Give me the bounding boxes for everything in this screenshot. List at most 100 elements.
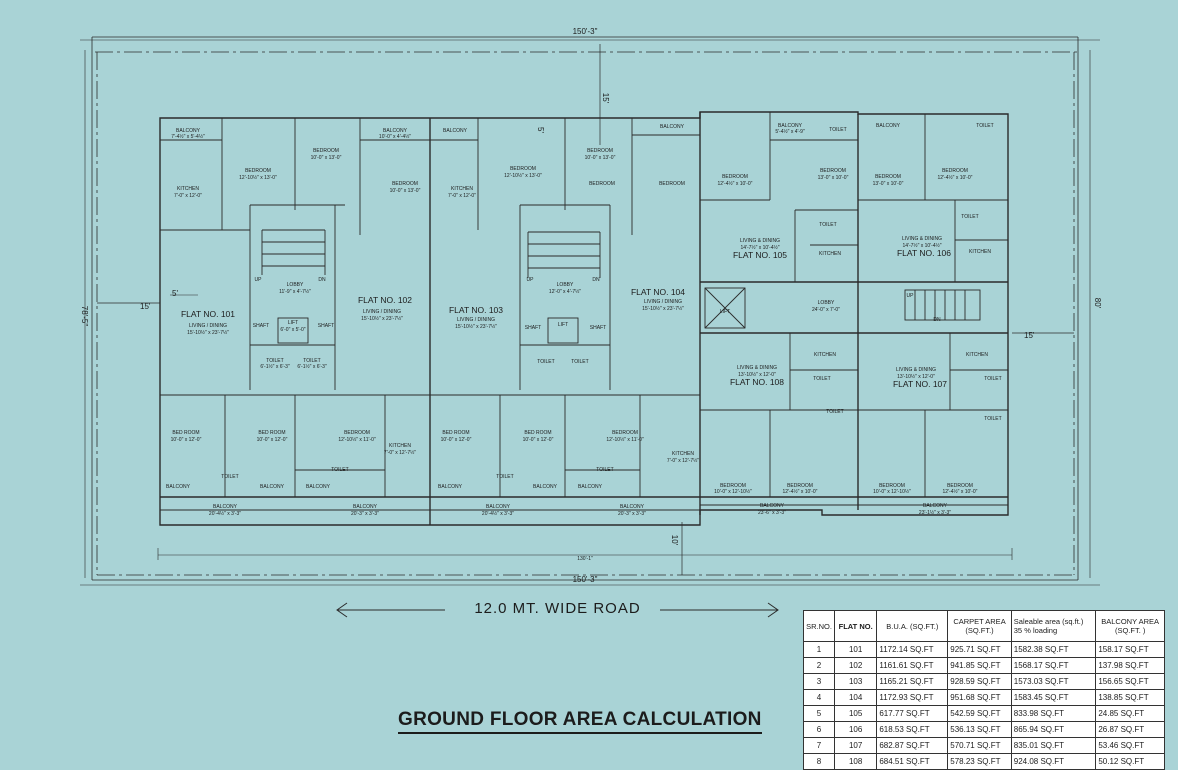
- room-label: KITCHEN: [966, 352, 988, 358]
- cell-bua: 1161.61 SQ.FT: [876, 657, 949, 674]
- room-label: BALCONY: [660, 124, 685, 130]
- front-setback-dim: 15': [601, 93, 610, 104]
- cell-sr: 6: [803, 721, 835, 738]
- cell-balcony: 138.85 SQ.FT: [1095, 689, 1165, 706]
- room-label: BEDROOM: [245, 168, 271, 174]
- flat-108-room: LIVING & DINING: [737, 365, 777, 371]
- room-label: BEDROOM: [589, 181, 615, 187]
- flat-107-size: 13'-10½" x 12'-0": [897, 373, 935, 380]
- room-label: BALCONY: [176, 128, 201, 134]
- room-label: BED ROOM: [258, 430, 285, 436]
- room-size: 20'-4½" x 3'-3": [209, 510, 241, 517]
- flat-103-size: 15'-10½" x 23'-7½": [455, 323, 497, 330]
- room-size: 13'-0" x 10'-0": [818, 175, 849, 181]
- room-label: LIFT: [288, 320, 298, 326]
- room-label: BEDROOM: [942, 168, 968, 174]
- cell-carpet: 928.59 SQ.FT: [947, 673, 1012, 690]
- cell-saleable: 1583.45 SQ.FT: [1010, 689, 1097, 706]
- room-labels: BALCONY 7'-4½" x 5'-4½" BEDROOM 12'-10½"…: [166, 123, 1002, 517]
- room-label: UP: [255, 277, 263, 283]
- room-size: 23'-6" x 3'-3": [758, 510, 786, 516]
- header-flat-no: FLAT NO.: [833, 610, 878, 642]
- room-size: 24'-0" x 7'-0": [812, 307, 840, 313]
- room-label: BALCONY: [778, 123, 803, 129]
- room-size: 12'-4½" x 10'-0": [938, 174, 973, 181]
- road-label: 12.0 MT. WIDE ROAD: [474, 600, 641, 617]
- room-label: BALCONY: [353, 504, 378, 510]
- room-size: 10'-0" x 12'-0": [523, 437, 554, 443]
- room-label: TOILET: [829, 127, 846, 133]
- area-table: SR.NO. FLAT NO. B.U.A. (SQ.FT.) CARPET A…: [803, 610, 1165, 770]
- room-label: BALCONY: [876, 123, 901, 129]
- cell-sr: 8: [803, 753, 835, 770]
- flat-106-label: FLAT NO. 106: [897, 248, 951, 258]
- bottom-width-dim: 150'-3": [573, 575, 598, 584]
- room-label: BEDROOM: [720, 483, 746, 489]
- room-label: BALCONY: [213, 504, 238, 510]
- room-size: 12'-4½" x 10'-0": [718, 180, 753, 187]
- cell-bua: 617.77 SQ.FT: [876, 705, 949, 722]
- flat-102-label: FLAT NO. 102: [358, 295, 412, 305]
- room-label: TOILET: [984, 376, 1001, 382]
- cell-flat: 105: [833, 705, 878, 722]
- cell-bua: 618.53 SQ.FT: [876, 721, 949, 738]
- room-label: KITCHEN: [389, 443, 411, 449]
- cell-balcony: 24.85 SQ.FT: [1095, 705, 1165, 722]
- room-size: 6'-0" x 5'-0": [280, 327, 305, 333]
- room-label: TOILET: [813, 376, 830, 382]
- room-size: 10'-0" x 12'-0": [171, 437, 202, 443]
- cell-bua: 1172.14 SQ.FT: [876, 641, 949, 658]
- room-label: BEDROOM: [722, 174, 748, 180]
- room-label: TOILET: [984, 416, 1001, 422]
- room-label: BEDROOM: [510, 166, 536, 172]
- room-size: 10'-0" x 12'-10½": [873, 488, 911, 495]
- cell-carpet: 542.59 SQ.FT: [947, 705, 1012, 722]
- room-label: BEDROOM: [947, 483, 973, 489]
- cell-bua: 1165.21 SQ.FT: [876, 673, 949, 690]
- room-label: BALCONY: [486, 504, 511, 510]
- room-label: TOILET: [819, 222, 836, 228]
- header-saleable-area: Saleable area (sq.ft.) 35 % loading: [1010, 610, 1097, 642]
- room-label: TOILET: [596, 467, 613, 473]
- room-size: 6'-1½" x 6'-3": [297, 363, 327, 370]
- room-size: 20'-3" x 3'-3": [351, 511, 379, 517]
- cell-saleable: 865.94 SQ.FT: [1010, 721, 1097, 738]
- room-size: 10'-0" x 13'-0": [585, 155, 616, 161]
- room-size: 12'-10½" x 11'-0": [338, 436, 376, 443]
- header-balcony-area: BALCONY AREA (SQ.FT. ): [1095, 610, 1165, 642]
- cell-saleable: 1573.03 SQ.FT: [1010, 673, 1097, 690]
- room-label: KITCHEN: [451, 186, 473, 192]
- room-label: KITCHEN: [819, 251, 841, 257]
- flat-104-room: LIVING / DINING: [644, 299, 682, 305]
- cell-saleable: 924.08 SQ.FT: [1010, 753, 1097, 770]
- cell-balcony: 158.17 SQ.FT: [1095, 641, 1165, 658]
- cell-sr: 7: [803, 737, 835, 754]
- room-size: 10'-0" x 13'-0": [390, 188, 421, 194]
- cell-sr: 4: [803, 689, 835, 706]
- cell-sr: 1: [803, 641, 835, 658]
- cell-flat: 103: [833, 673, 878, 690]
- header-bua: B.U.A. (SQ.FT.): [876, 610, 949, 642]
- room-size: 11'-9" x 4'-7½": [279, 288, 311, 295]
- room-label: DN: [592, 277, 600, 283]
- cell-flat: 108: [833, 753, 878, 770]
- room-size: 23'-1½" x 3'-3": [919, 509, 951, 516]
- room-label: KITCHEN: [814, 352, 836, 358]
- room-label: BEDROOM: [820, 168, 846, 174]
- cell-balcony: 26.87 SQ.FT: [1095, 721, 1165, 738]
- room-label: LOBBY: [287, 282, 304, 288]
- room-label: BALCONY: [578, 484, 603, 490]
- room-label: TOILET: [826, 409, 843, 415]
- flat-103-room: LIVING / DINING: [457, 317, 495, 323]
- room-label: SHAFT: [318, 323, 334, 329]
- cell-saleable: 1568.17 SQ.FT: [1010, 657, 1097, 674]
- floor-plan: 150'-3" 150'-3" 78'-5" 80' 15' 15' 5' 15…: [80, 27, 1102, 586]
- room-size: 12'-4½" x 10'-0": [783, 488, 818, 495]
- cell-flat: 107: [833, 737, 878, 754]
- header-sr-no: SR.NO.: [803, 610, 835, 642]
